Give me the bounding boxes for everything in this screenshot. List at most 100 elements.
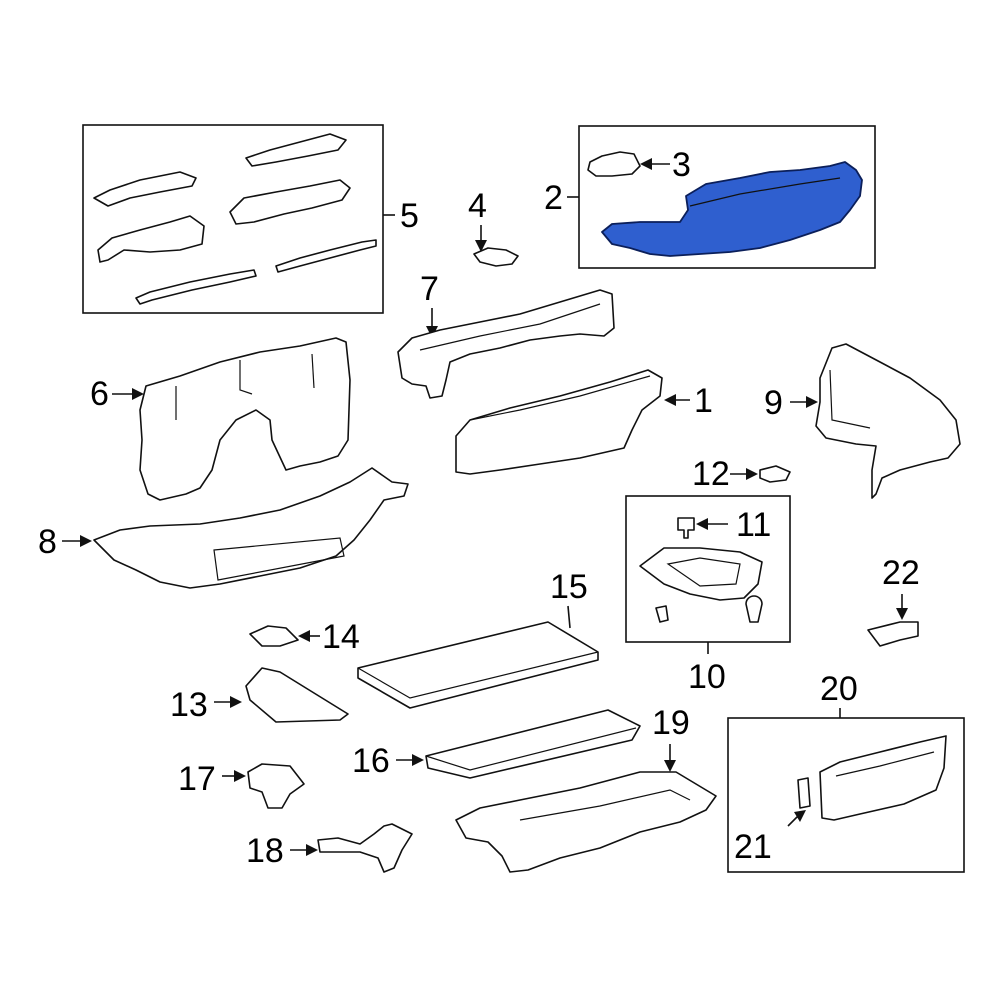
part-group-10: 11 10	[625, 495, 791, 696]
callout-19: 19	[652, 704, 690, 742]
arrow-22	[896, 608, 908, 620]
part-16	[425, 709, 641, 779]
part-7-rib	[419, 303, 601, 351]
part-10-fastener-b	[745, 595, 763, 623]
part-9-inner	[829, 369, 871, 429]
part-group-18: 18	[246, 823, 413, 873]
part-5-piece-c	[97, 215, 205, 263]
part-group-17: 17	[178, 760, 305, 809]
part-5-piece-e	[135, 269, 257, 305]
part-5-piece-b	[245, 133, 347, 167]
part-12	[759, 465, 791, 483]
part-19	[455, 771, 717, 873]
part-9	[815, 343, 961, 499]
callout-15: 15	[550, 568, 588, 606]
callout-10: 10	[688, 658, 726, 696]
part-group-19: 19	[455, 704, 717, 873]
part-6-slot-b	[311, 353, 315, 389]
callout-8: 8	[38, 523, 57, 561]
part-10-tray-inner	[666, 557, 741, 587]
part-group-20: 20 21	[727, 670, 965, 873]
arrow-11	[696, 518, 708, 530]
part-2-edge-detail	[689, 177, 841, 207]
part-10-fastener-a	[655, 605, 669, 623]
arrow-13	[230, 696, 242, 708]
callout-13: 13	[170, 686, 208, 724]
arrow-19	[664, 760, 676, 772]
arrow-21	[794, 810, 806, 822]
part-14	[249, 625, 299, 647]
arrow-6	[132, 388, 144, 400]
arrow-12	[746, 468, 758, 480]
part-17	[247, 763, 305, 809]
part-group-22: 22	[867, 554, 920, 647]
group-box-20	[727, 717, 965, 873]
callout-2: 2	[544, 179, 563, 217]
part-group-7: 7	[397, 270, 615, 399]
part-8	[93, 467, 409, 589]
arrow-8	[80, 535, 92, 547]
arrow-9	[806, 396, 818, 408]
arrow-18	[306, 844, 318, 856]
part-4	[473, 247, 519, 267]
part-group-15: 15	[357, 568, 599, 709]
arrow-17	[234, 770, 246, 782]
callout-14: 14	[322, 618, 360, 656]
callout-18: 18	[246, 832, 284, 870]
part-2-highlighted	[601, 161, 863, 257]
callout-20: 20	[820, 670, 858, 708]
part-group-14: 14	[249, 618, 360, 656]
callout-11: 11	[736, 506, 771, 544]
callout-21: 21	[734, 828, 772, 866]
arrow-14	[298, 630, 310, 642]
part-6-slot-c	[239, 360, 253, 395]
callout-1: 1	[694, 382, 713, 420]
callout-16: 16	[352, 742, 390, 780]
part-22	[867, 621, 919, 647]
part-5-piece-d	[229, 179, 351, 225]
part-10-tray	[639, 547, 763, 601]
part-1-edge	[469, 375, 651, 421]
callout-12: 12	[692, 455, 730, 493]
callout-17: 17	[178, 760, 216, 798]
part-20-rib	[835, 751, 935, 777]
part-19-inner	[519, 789, 691, 821]
part-8-panel	[213, 537, 345, 581]
part-20	[819, 735, 947, 821]
part-group-4: 4	[468, 187, 519, 267]
part-15	[357, 621, 599, 709]
part-group-16: 16	[352, 709, 641, 780]
part-group-12: 12	[692, 455, 791, 493]
part-11-clip	[677, 517, 695, 539]
callout-5: 5	[400, 197, 419, 235]
callout-6: 6	[90, 375, 109, 413]
arrow-16	[412, 754, 424, 766]
arrow-1	[664, 394, 676, 406]
callout-9: 9	[764, 384, 783, 422]
callout-7: 7	[420, 270, 439, 308]
arrow-4	[475, 240, 487, 252]
leader-15	[567, 605, 571, 629]
part-group-6: 6	[90, 337, 351, 501]
part-group-8: 8	[38, 467, 409, 589]
part-3-clip	[587, 151, 641, 177]
part-6	[139, 337, 351, 501]
callout-4: 4	[468, 187, 487, 225]
part-1	[455, 369, 663, 475]
part-group-13: 13	[170, 667, 349, 724]
part-15-edge	[357, 651, 599, 699]
part-group-2: 3 2	[544, 125, 876, 269]
part-5-piece-f	[275, 239, 377, 273]
part-13	[245, 667, 349, 723]
part-16-edge	[425, 727, 637, 771]
arrow-3	[640, 158, 652, 170]
part-21-clip	[797, 777, 811, 809]
callout-3: 3	[672, 146, 691, 184]
callout-22: 22	[882, 554, 920, 592]
part-group-5: 5	[82, 124, 419, 314]
part-group-1: 1	[455, 369, 713, 475]
group-box-5	[82, 124, 384, 314]
part-18	[317, 823, 413, 873]
part-5-piece-a	[93, 171, 197, 207]
